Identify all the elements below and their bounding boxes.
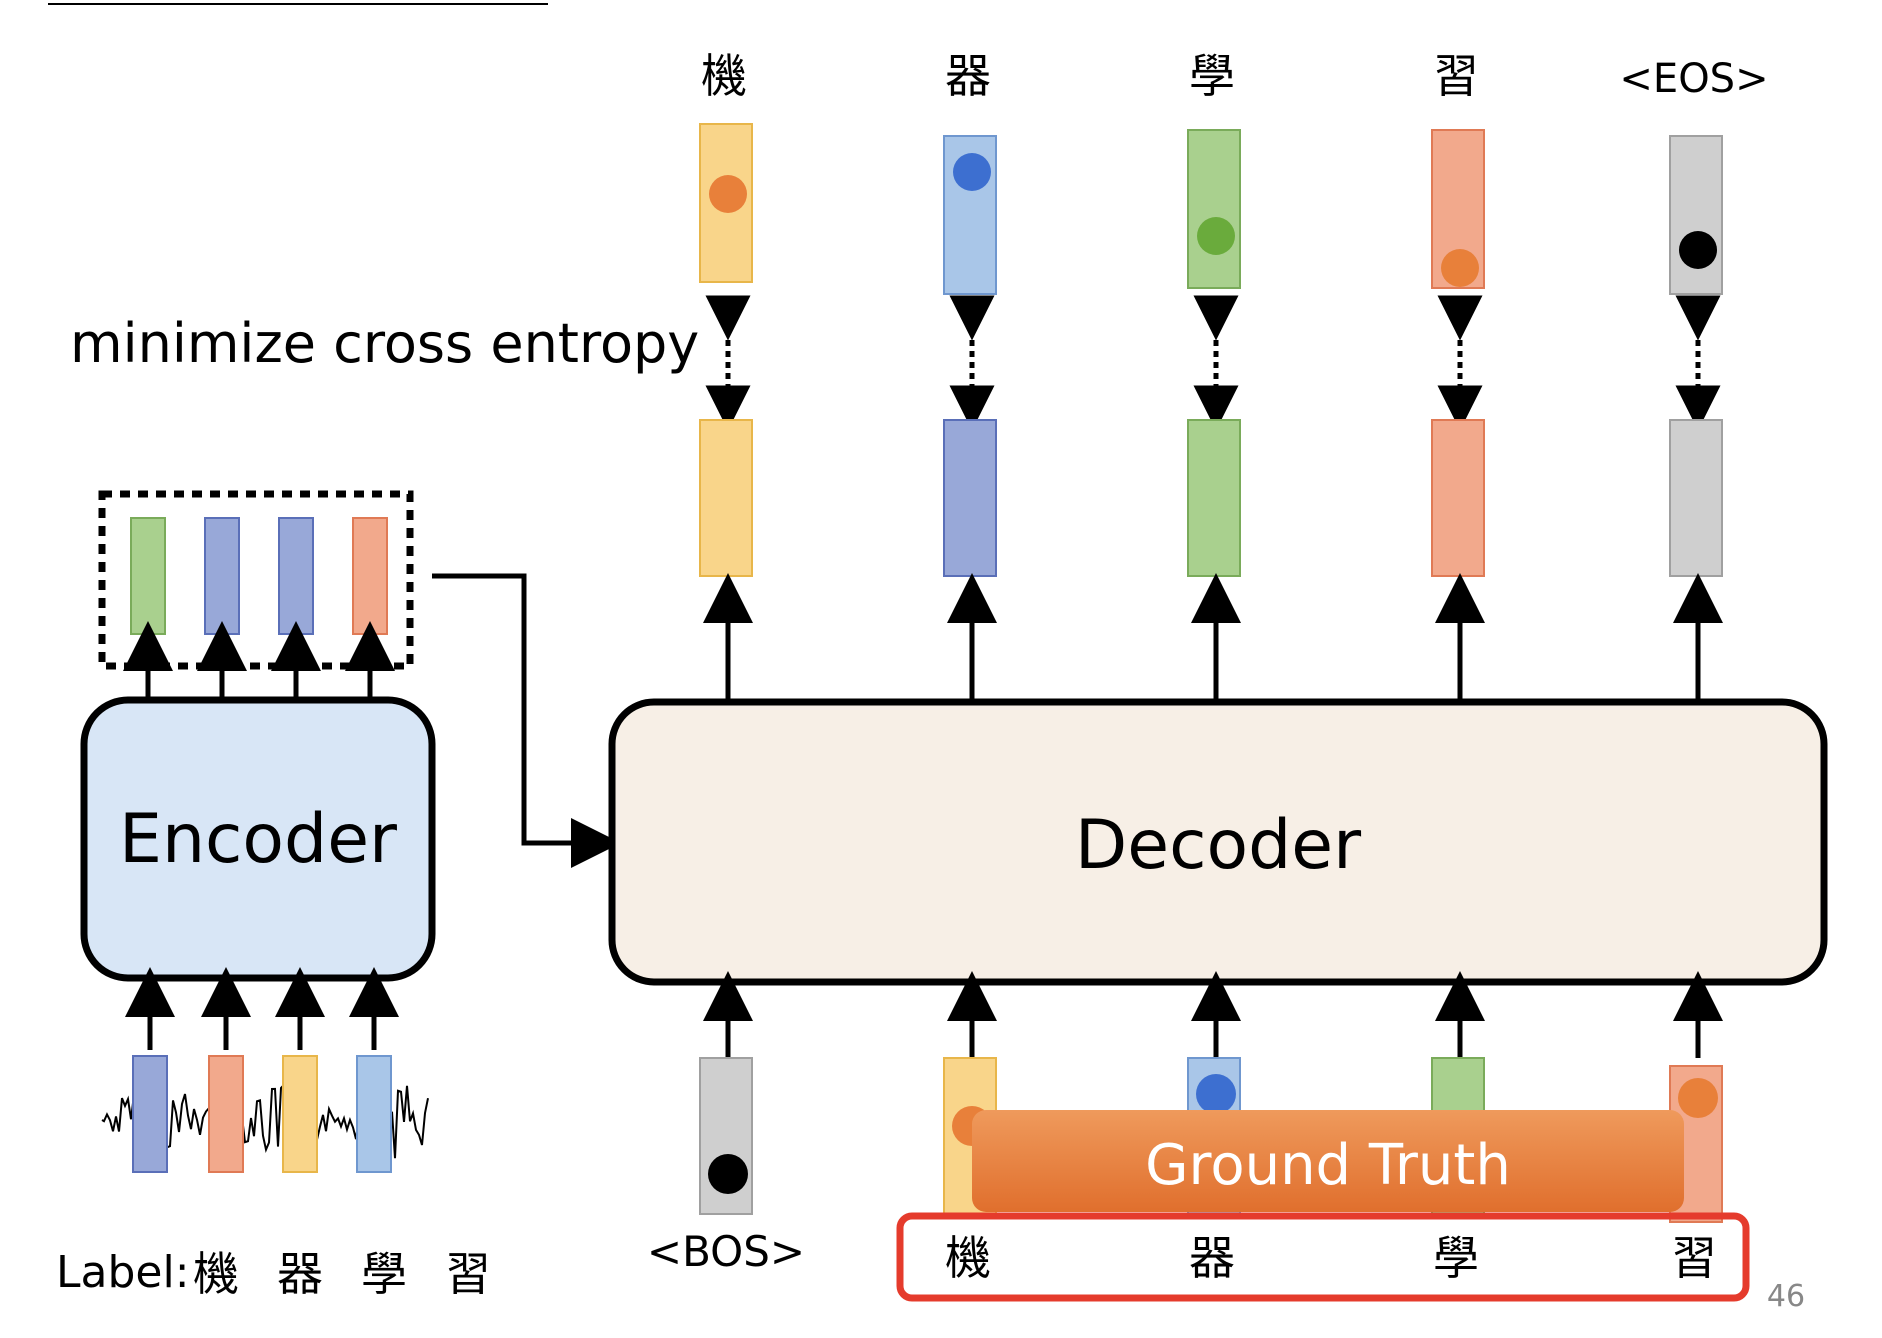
label-character: 學 (361, 1247, 407, 1301)
page-number: 46 (1767, 1279, 1805, 1314)
ground-truth-label: Ground Truth (1145, 1133, 1511, 1198)
output-distribution-bars (699, 123, 1723, 295)
decoder-output-vector (1669, 419, 1723, 577)
ground-truth-token: 學 (1433, 1231, 1479, 1285)
encoder-output-vector (130, 517, 166, 635)
decoder-output-vector (1431, 419, 1485, 577)
encoder-input-frames (132, 1055, 392, 1173)
ground-truth-outline (896, 1212, 1750, 1302)
encoder-output-vector (352, 517, 388, 635)
input-dot (708, 1154, 748, 1194)
cross-entropy-arrows (705, 295, 1721, 431)
decoder-label: Decoder (1075, 806, 1361, 885)
bos-token: <BOS> (647, 1227, 805, 1276)
encoder-to-decoder-connector (432, 573, 621, 868)
output-token: 器 (945, 49, 991, 103)
encoder-output-vector (204, 517, 240, 635)
output-distribution-bar (1187, 129, 1241, 289)
output-tokens: 機 器 學 習 <EOS> (701, 49, 1769, 103)
decoder-input-vector (699, 1057, 753, 1215)
encoder-arrows (123, 621, 399, 1050)
encoder-label: Encoder (119, 800, 397, 879)
encoder-output-box (98, 490, 414, 670)
ground-truth-token: 器 (1189, 1231, 1235, 1285)
label-character: 習 (445, 1247, 491, 1301)
encoder-block (80, 696, 436, 982)
encoder-output-vectors (130, 517, 388, 635)
cross-entropy-caption: minimize cross entropy (70, 312, 699, 375)
decoder-input-arrows (703, 971, 1723, 1058)
output-token: <EOS> (1619, 56, 1768, 102)
input-dot (1678, 1078, 1718, 1118)
probability-dot (1679, 231, 1717, 269)
ground-truth-token: 習 (1671, 1231, 1717, 1285)
ground-truth-banner (972, 1110, 1684, 1212)
input-dot (1196, 1074, 1236, 1114)
label-prefix: Label: (56, 1247, 190, 1298)
decoder-output-vector (699, 419, 753, 577)
ground-truth-token: 機 (945, 1231, 991, 1285)
label-characters: 機器學習 (193, 1247, 491, 1301)
probability-dot (709, 175, 747, 213)
encoder-input-frame (356, 1055, 392, 1173)
ground-truth-tokens: 機器學習 (945, 1231, 1717, 1285)
encoder-input-frame (132, 1055, 168, 1173)
encoder-output-vector (278, 517, 314, 635)
decoder-output-vector (943, 419, 997, 577)
label-character: 機 (193, 1247, 239, 1301)
label-character: 器 (277, 1247, 323, 1301)
decoder-output-vector (1187, 419, 1241, 577)
encoder-input-frame (282, 1055, 318, 1173)
decoder-output-vectors (699, 419, 1723, 577)
output-token: 習 (1433, 49, 1479, 103)
output-token: 機 (701, 49, 747, 103)
output-distribution-bar (1669, 135, 1723, 295)
probability-dot (953, 153, 991, 191)
output-token: 學 (1189, 49, 1235, 103)
probability-dot (1441, 249, 1479, 287)
probability-dot (1197, 217, 1235, 255)
decoder-output-arrows (703, 573, 1723, 702)
encoder-input-frame (208, 1055, 244, 1173)
